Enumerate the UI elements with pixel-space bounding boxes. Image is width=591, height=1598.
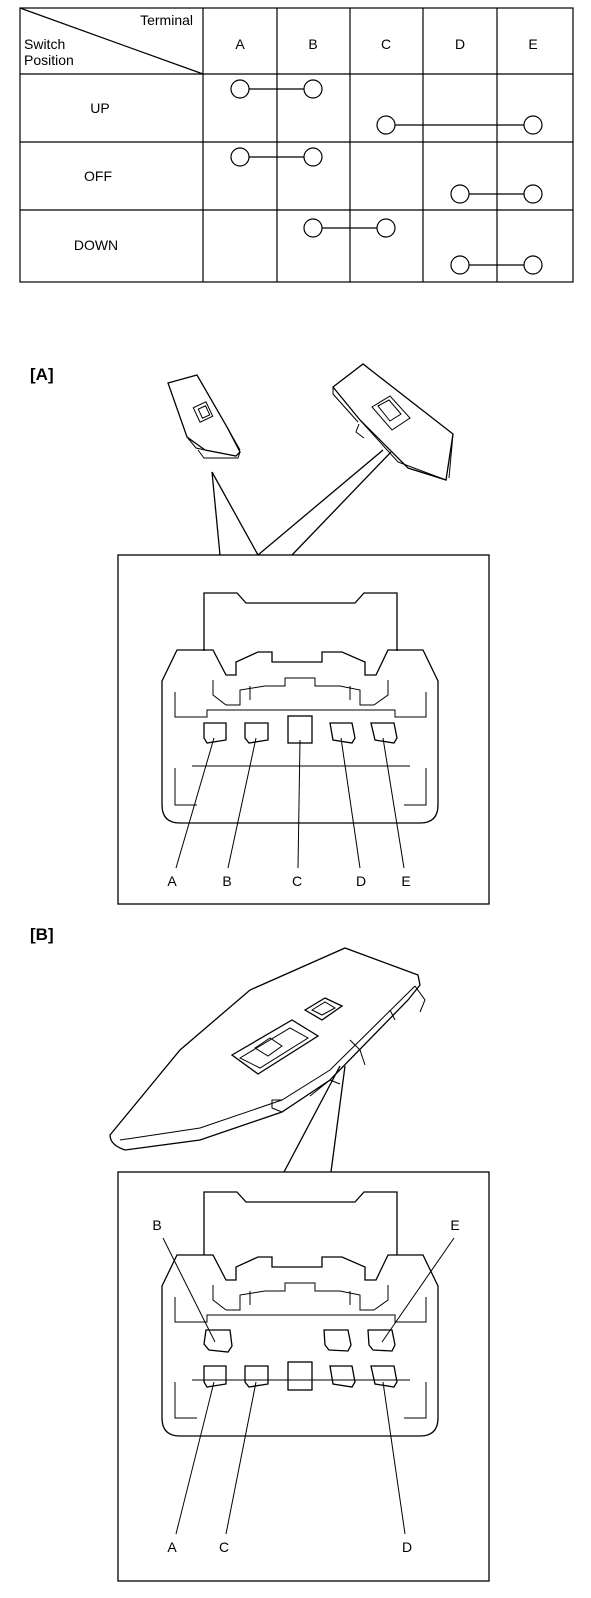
pin-unlabeled-lower (329, 1365, 356, 1388)
section-b-label: [B] (30, 925, 54, 944)
connection-off-a-b (230, 147, 323, 167)
row-label-up: UP (90, 100, 109, 116)
terminal-header-b: B (308, 36, 317, 52)
pin-label-b: B (222, 873, 231, 889)
pin-unlabeled-middle (287, 1361, 313, 1391)
header-diagonal (19, 7, 204, 75)
pin-d-lower (370, 1365, 398, 1388)
leader-small-right (211, 471, 259, 556)
leader-armrest-right (330, 1065, 346, 1173)
pin-label-c-lower: C (219, 1539, 229, 1555)
pin-e-upper (367, 1329, 396, 1352)
pin-b (244, 722, 269, 744)
leader-large-right (291, 451, 392, 556)
header-switch: Switch (24, 36, 65, 52)
connector-b: B E A C D (117, 1171, 490, 1582)
pin-unlabeled-upper (323, 1329, 352, 1352)
connector-a: A B C D E (117, 554, 490, 905)
connection-up-c-e (376, 115, 543, 135)
pin-c-lower (244, 1365, 269, 1388)
pin-label-e: E (401, 873, 410, 889)
pin-b-upper (203, 1329, 233, 1353)
leader-large-left (257, 449, 384, 556)
terminal-header-a: A (235, 36, 245, 52)
pin-a-lower (203, 1365, 227, 1388)
header-position: Position (24, 52, 74, 68)
pin-label-b-upper: B (152, 1217, 161, 1233)
pin-c (287, 715, 313, 744)
pin-label-d-lower: D (402, 1539, 412, 1555)
switch-illustration-large (332, 363, 454, 481)
pin-a (203, 722, 227, 744)
section-a-label: [A] (30, 365, 54, 384)
continuity-table: Terminal Switch Position A B C D E UP OF… (19, 7, 574, 283)
terminal-header-d: D (455, 36, 465, 52)
pin-label-c: C (292, 873, 302, 889)
connection-down-d-e (450, 255, 543, 275)
terminal-header-c: C (381, 36, 391, 52)
connection-off-d-e (450, 184, 543, 204)
header-terminal: Terminal (140, 12, 193, 28)
pin-label-a: A (167, 873, 177, 889)
pin-label-e-upper: E (450, 1217, 459, 1233)
pin-label-a-lower: A (167, 1539, 177, 1555)
row-label-off: OFF (84, 168, 112, 184)
leader-small-left (211, 471, 221, 556)
switch-illustration-armrest (109, 947, 426, 1151)
terminal-header-e: E (528, 36, 537, 52)
switch-illustration-small (167, 374, 241, 459)
connection-up-a-b (230, 79, 323, 99)
pin-e (370, 722, 398, 744)
pin-d (329, 722, 356, 744)
pin-label-d: D (356, 873, 366, 889)
row-label-down: DOWN (74, 237, 118, 253)
connection-down-b-c (303, 218, 396, 238)
leader-armrest-left (283, 1065, 341, 1173)
